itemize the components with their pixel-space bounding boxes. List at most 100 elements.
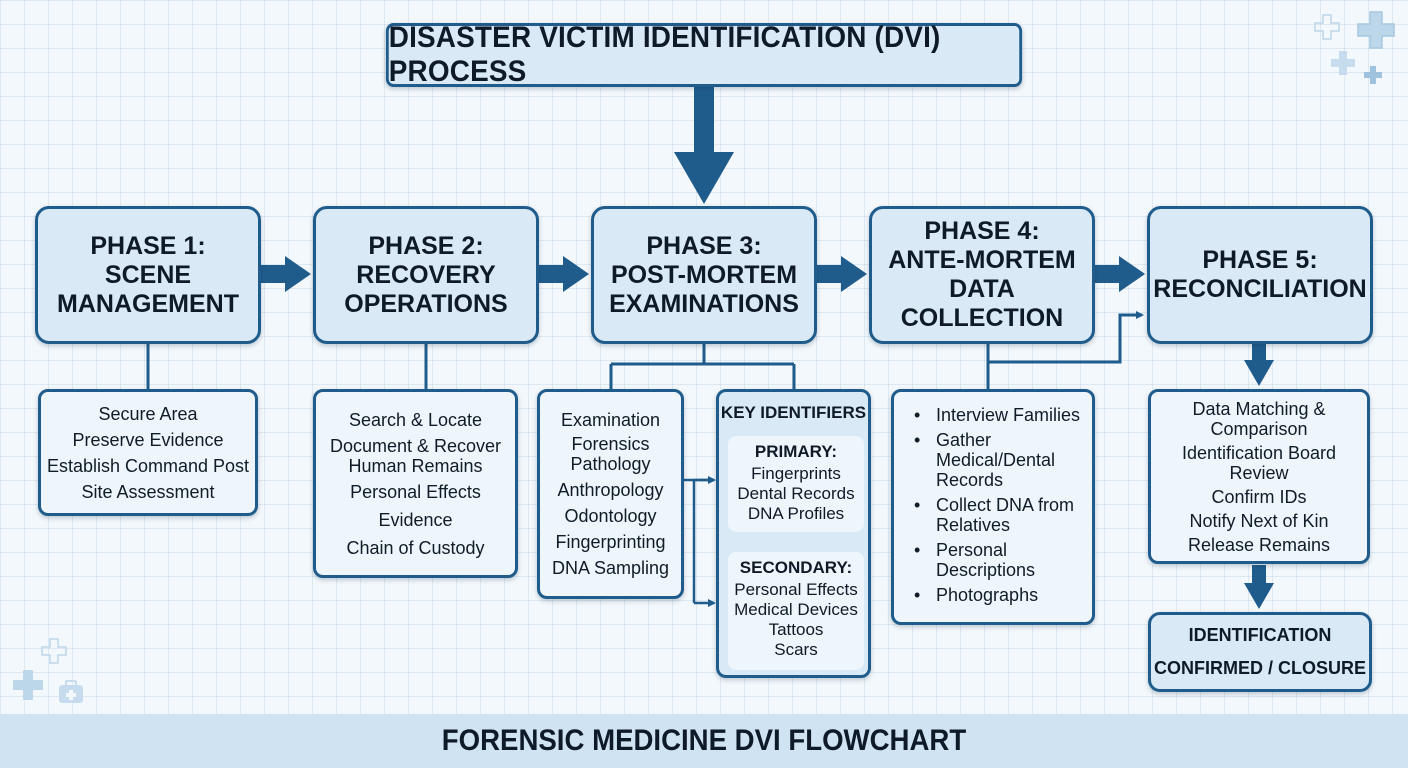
phase5-to-tasks-arrow — [1244, 344, 1274, 386]
medical-cross-icon — [13, 670, 43, 700]
phase-name-line: DATA COLLECTION — [900, 275, 1064, 332]
bullet-icon: • — [914, 584, 921, 605]
phase-name-line: ANTE-MORTEM — [888, 246, 1076, 274]
phase-3-box: PHASE 3: POST-MORTEM EXAMINATIONS — [591, 206, 817, 344]
task-item: Data Matching & — [1192, 398, 1326, 419]
task-item: Review — [1229, 462, 1289, 483]
task-item: Confirm IDs — [1211, 486, 1307, 507]
bullet-text: Records — [936, 469, 1004, 490]
bullet-icon: • — [914, 539, 921, 560]
key-identifiers-panel: KEY IDENTIFIERS PRIMARY: Fingerprints De… — [716, 389, 871, 678]
bullet-item: • Collect DNA from Relatives — [914, 495, 1092, 535]
phase-4-box: PHASE 4: ANTE-MORTEM DATA COLLECTION — [869, 206, 1095, 344]
final-line: IDENTIFICATION — [1188, 625, 1332, 645]
bullet-text: Descriptions — [936, 559, 1036, 580]
task-item: Document & Recover — [329, 435, 502, 456]
phase-label: PHASE 1: — [90, 231, 206, 260]
bullet-text: Interview Families — [936, 404, 1081, 425]
phase-label: PHASE 5: — [1202, 246, 1318, 274]
bullet-text: Relatives — [936, 514, 1011, 535]
phase-label: PHASE 4: — [924, 217, 1040, 245]
phase-name-line: OPERATIONS — [344, 289, 508, 318]
final-line: CONFIRMED / CLOSURE — [1153, 658, 1366, 678]
bullet-text: Personal — [936, 539, 1008, 560]
identifier-item: Personal Effects — [734, 580, 858, 599]
title-to-phase3-arrow — [674, 87, 734, 204]
phase-name-line: RECONCILIATION — [1153, 275, 1367, 303]
primary-label: PRIMARY: — [754, 442, 838, 461]
task-item: DNA Sampling — [551, 558, 670, 578]
phase-5-box: PHASE 5: RECONCILIATION — [1147, 206, 1373, 344]
bullet-text: Gather — [936, 429, 992, 450]
task-item: Examination — [560, 410, 661, 430]
medical-cross-icon — [1331, 51, 1355, 75]
identifier-item: Tattoos — [768, 620, 824, 639]
phase-2-box: PHASE 2: RECOVERY OPERATIONS — [313, 206, 539, 344]
task-item: Pathology — [570, 454, 651, 474]
phase-3-tasks: Examination Forensics Pathology Anthropo… — [537, 389, 684, 599]
task-item: Chain of Custody — [346, 537, 485, 558]
secondary-identifiers: SECONDARY: Personal Effects Medical Devi… — [728, 552, 864, 670]
bullet-item: • Photographs — [914, 585, 1092, 605]
phase-name-line: EXAMINATIONS — [609, 289, 799, 318]
bullet-item: • Gather Medical/Dental Records — [914, 430, 1092, 490]
diagram-title: DISASTER VICTIM IDENTIFICATION (DVI) PRO… — [385, 21, 1023, 88]
identifier-item: Medical Devices — [734, 600, 858, 619]
footer-banner: FORENSIC MEDICINE DVI FLOWCHART — [0, 714, 1408, 768]
phase1-to-phase2-arrow — [261, 256, 311, 292]
task-item: Anthropology — [557, 480, 664, 500]
phase-name-line: MANAGEMENT — [57, 289, 239, 318]
identifier-item: Scars — [774, 640, 818, 659]
task-item: Comparison — [1210, 418, 1308, 439]
medical-kit-icon — [59, 680, 83, 703]
phase-2-tasks: Search & Locate Document & Recover Human… — [313, 389, 518, 578]
phase3-to-phase4-arrow — [817, 256, 867, 292]
bullet-icon: • — [914, 494, 921, 515]
bullet-text: Collect DNA from — [936, 494, 1075, 515]
bullet-item: • Interview Families — [914, 405, 1092, 425]
phase-name-line: RECOVERY — [356, 260, 496, 289]
identifier-item: DNA Profiles — [747, 504, 845, 523]
bullet-text: Medical/Dental — [936, 449, 1056, 470]
exam-to-identifiers-connector — [684, 478, 714, 603]
phase-1-box: PHASE 1: SCENE MANAGEMENT — [35, 206, 261, 344]
phase4-to-phase5-arrow — [1095, 256, 1145, 292]
task-item: Preserve Evidence — [72, 429, 224, 450]
key-identifiers-heading: KEY IDENTIFIERS — [720, 403, 867, 422]
phase-5-tasks: Data Matching & Comparison Identificatio… — [1148, 389, 1370, 564]
task-item: Establish Command Post — [46, 455, 250, 476]
secondary-label: SECONDARY: — [739, 558, 853, 577]
phase-4-tasks: • Interview Families • Gather Medical/De… — [891, 389, 1095, 625]
bullet-item: • Personal Descriptions — [914, 540, 1092, 580]
task-item: Identification Board — [1181, 442, 1337, 463]
task-item: Evidence — [378, 509, 453, 530]
bullet-icon: • — [914, 429, 921, 450]
task-item: Forensics — [571, 434, 650, 454]
task-item: Site Assessment — [81, 481, 215, 502]
tasks-to-final-arrow — [1244, 565, 1274, 609]
task-item: Human Remains — [348, 455, 483, 476]
task-item: Release Remains — [1187, 534, 1331, 555]
medical-cross-icon — [41, 638, 67, 664]
identifier-item: Fingerprints — [751, 464, 841, 483]
phase-name-line: POST-MORTEM — [610, 260, 798, 289]
phase4-to-phase5-connector — [986, 311, 1144, 364]
task-item: Secure Area — [98, 403, 198, 424]
task-item: Personal Effects — [350, 481, 481, 502]
medical-cross-icon — [1357, 11, 1395, 49]
phase-1-tasks: Secure Area Preserve Evidence Establish … — [38, 389, 258, 516]
identifier-item: Dental Records — [737, 484, 855, 503]
bullet-icon: • — [914, 404, 921, 425]
phase2-to-phase3-arrow — [539, 256, 589, 292]
bullet-text: Photographs — [936, 584, 1039, 605]
task-item: Search & Locate — [348, 409, 483, 430]
footer-title: FORENSIC MEDICINE DVI FLOWCHART — [441, 724, 967, 757]
task-item: Notify Next of Kin — [1189, 510, 1329, 531]
task-item: Odontology — [564, 506, 657, 526]
phase-name-line: SCENE — [104, 260, 192, 289]
identification-confirmed-box: IDENTIFICATION CONFIRMED / CLOSURE — [1148, 612, 1372, 692]
primary-identifiers: PRIMARY: Fingerprints Dental Records DNA… — [728, 436, 864, 532]
task-item: Fingerprinting — [555, 532, 666, 552]
medical-cross-icon — [1314, 14, 1340, 40]
